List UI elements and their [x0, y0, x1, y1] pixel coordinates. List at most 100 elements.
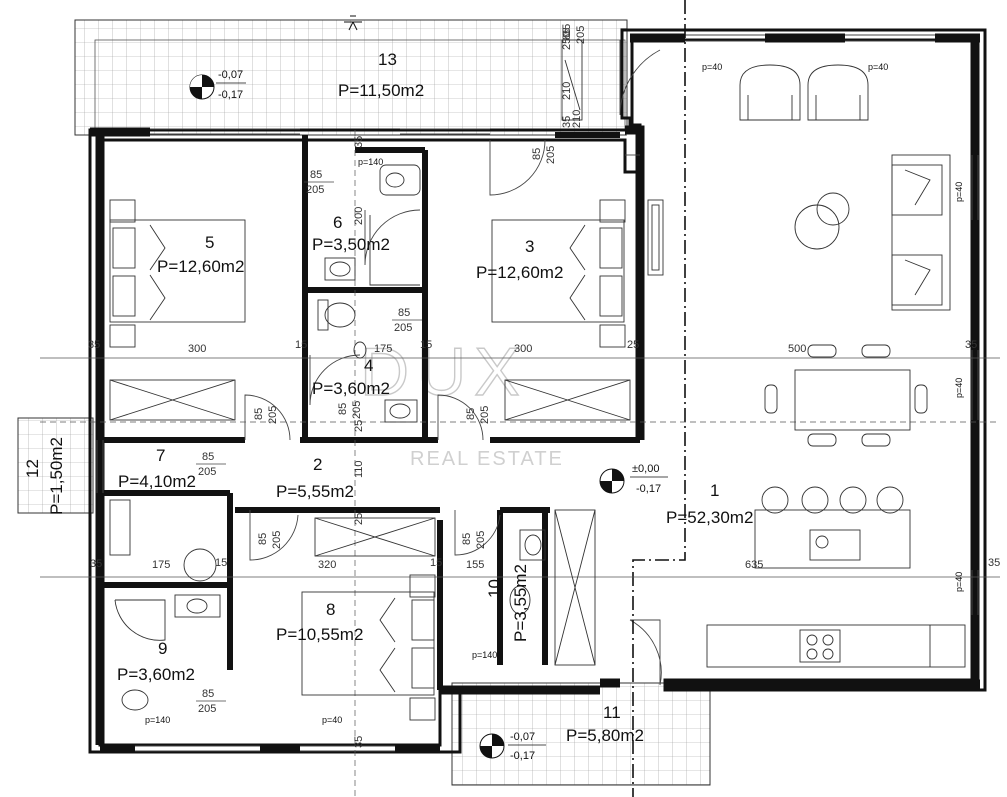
room-6-number: 6 — [333, 213, 342, 232]
opening-e-h: 205 — [351, 401, 363, 419]
room-12-number: 12 — [23, 459, 42, 478]
room-labels: 1 P=52,30m2 2 P=5,55m2 3 P=12,60m2 4 P=3… — [23, 50, 753, 745]
room-1-area: P=52,30m2 — [666, 508, 753, 527]
dim-500: 500 — [788, 343, 806, 355]
room-7-area: P=4,10m2 — [118, 472, 196, 491]
dim-35-c: 35 — [90, 558, 102, 570]
room-9-area: P=3,60m2 — [117, 665, 195, 684]
room-2-area: P=5,55m2 — [276, 482, 354, 501]
opening-g-w: 85 — [257, 533, 269, 545]
opening-b-h: 205 — [394, 322, 412, 334]
level-bot-1: -0,07 — [510, 731, 535, 743]
window-label-4: p=40 — [954, 378, 964, 398]
room-13-area: P=11,50m2 — [338, 81, 424, 100]
opening-c-w: 85 — [253, 408, 265, 420]
bed-3 — [491, 219, 625, 323]
dim-155: 155 — [466, 559, 484, 571]
room-8-area: P=10,55m2 — [276, 625, 363, 644]
window-frames — [96, 34, 979, 752]
opening-c-h: 205 — [267, 406, 279, 424]
opening-h-w: 85 — [461, 533, 473, 545]
entrance-mark — [344, 15, 362, 31]
room-5-number: 5 — [205, 233, 214, 252]
furniture — [109, 39, 966, 721]
watermark-logo: DUX — [360, 334, 528, 410]
room-13-number: 13 — [378, 50, 397, 69]
dim-320: 320 — [318, 559, 336, 571]
room-4-number: 4 — [364, 356, 373, 375]
dim-35-b: 35 — [965, 339, 977, 351]
wardrobe-5 — [109, 379, 236, 421]
window-label-5: p=40 — [954, 572, 964, 592]
level-int-2: -0,17 — [636, 483, 661, 495]
opening-i-h: 205 — [198, 703, 216, 715]
dim-35-f: 35 — [353, 736, 365, 748]
room-7-number: 7 — [156, 446, 165, 465]
kitchen-island — [754, 509, 911, 569]
opening-labels: 85 205 85 205 85 205 85 205 85 205 85 20… — [196, 26, 587, 715]
room-3-area: P=12,60m2 — [476, 263, 563, 282]
dim-25-a: 25 — [627, 339, 639, 351]
window-label-8: p=140 — [145, 715, 170, 725]
dim-200: 200 — [353, 207, 365, 225]
interior-walls — [100, 132, 640, 690]
dining-table — [794, 369, 911, 431]
dim-35-e: 35 — [353, 136, 365, 148]
window-labels: p=40 p=40 p=40 p=40 p=40 p=140 p=140 p=1… — [145, 62, 964, 725]
sofa — [891, 154, 951, 311]
opening-d-h: 205 — [479, 406, 491, 424]
dim-300-a: 300 — [188, 343, 206, 355]
dimension-lines — [40, 130, 1000, 797]
window-label-3: p=40 — [954, 182, 964, 202]
room-4-area: P=3,60m2 — [312, 379, 390, 398]
dim-210: 210 — [561, 82, 573, 100]
dim-635: 635 — [745, 559, 763, 571]
dim-15-a: 15 — [295, 339, 307, 351]
opening-f-w: 85 — [202, 451, 214, 463]
opening-k-w: 85 — [531, 148, 543, 160]
opening-f-h: 205 — [198, 466, 216, 478]
room-3-number: 3 — [525, 237, 534, 256]
level-top-2: -0,17 — [218, 89, 243, 101]
dim-110: 110 — [353, 460, 365, 478]
opening-j-h: 205 — [575, 26, 587, 44]
room-8-number: 8 — [326, 600, 335, 619]
opening-d-w: 85 — [465, 408, 477, 420]
room-5-area: P=12,60m2 — [157, 257, 244, 276]
dim-175-a: 175 — [374, 343, 392, 355]
dim-210-b: 210 — [571, 110, 583, 128]
room-11-number: 11 — [603, 703, 621, 722]
outer-walls — [88, 28, 987, 754]
watermark: DUX REAL ESTATE — [359, 333, 564, 470]
door-swings — [244, 40, 662, 686]
dim-15-d: 15 — [430, 557, 442, 569]
opening-i-w: 85 — [202, 688, 214, 700]
opening-k-h: 205 — [545, 146, 557, 164]
dim-35-d: 35 — [988, 557, 1000, 569]
opening-j-w: 85 — [561, 28, 573, 40]
window-label-1: p=40 — [702, 62, 722, 72]
room-9-number: 9 — [158, 639, 167, 658]
dim-25-c: 25 — [353, 513, 365, 525]
opening-h-h: 205 — [475, 531, 487, 549]
watermark-tagline: REAL ESTATE — [410, 448, 564, 470]
section-line — [632, 0, 686, 797]
opening-b-w: 85 — [398, 307, 410, 319]
dim-25-b: 25 — [353, 420, 365, 432]
window-label-2: p=40 — [868, 62, 888, 72]
window-label-6: p=140 — [358, 157, 383, 167]
dim-300-b: 300 — [514, 343, 532, 355]
terrace-left — [17, 417, 94, 514]
level-marker-terrace-top: -0,07 -0,17 — [189, 69, 246, 101]
opening-g-h: 205 — [271, 531, 283, 549]
level-marker-terrace-bottom: -0,07 -0,17 — [479, 731, 546, 762]
room-1-number: 1 — [710, 481, 719, 500]
opening-a-h: 205 — [306, 184, 324, 196]
terraces — [17, 19, 711, 786]
opening-a-w: 85 — [310, 169, 322, 181]
wardrobe-3 — [504, 379, 631, 421]
level-marker-interior: ±0,00 -0,17 — [599, 463, 668, 495]
dimension-labels: 35 300 15 175 15 300 25 500 35 35 175 15… — [88, 24, 1000, 748]
level-top-1: -0,07 — [218, 69, 243, 81]
